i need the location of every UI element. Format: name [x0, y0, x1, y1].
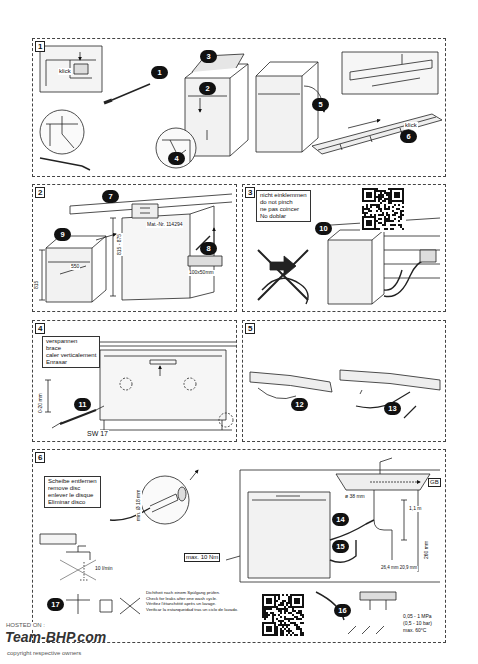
note-text: brace [46, 345, 96, 352]
note-text: do not pinch [260, 199, 307, 206]
label: 815 - 875 [117, 233, 123, 256]
label: 100x50mm [188, 270, 215, 276]
callout-text: 17 [47, 598, 64, 611]
callout-text: 11 [74, 398, 91, 411]
callout-text: 1 [151, 66, 168, 79]
callout-number: 4 [168, 152, 185, 165]
step-number: 5 [245, 323, 255, 334]
label: 1,1 m [408, 506, 423, 512]
callout-number: 11 [74, 398, 91, 411]
callout-number: 8 [200, 242, 217, 255]
label: Mat.-Nr. 114294 [146, 222, 183, 228]
watermark: Team-BHP.com [4, 630, 107, 645]
label: copyright respective owners [6, 650, 82, 657]
step-panel: 2 7 8 9 [32, 184, 237, 312]
label: 815 [34, 280, 40, 290]
note-text: Check for leaks after one wash cycle. [146, 596, 238, 602]
note-text: verspannen [46, 338, 96, 345]
label: (0,5 - 10 bar) [402, 621, 433, 627]
callout-number: 17 [47, 598, 64, 611]
callout-number: 6 [400, 130, 417, 143]
label: min. Ø 18 mm [136, 489, 142, 522]
label: klick [58, 68, 72, 75]
note-box: Dichtheit nach einem Spülgang prüfen.Che… [146, 590, 238, 612]
note-text: enlever le disque [48, 492, 97, 499]
label: klick [404, 122, 418, 129]
callout-number: 16 [334, 604, 351, 617]
step-number: 3 [245, 187, 255, 198]
step-panel: 4verspannenbracecaler verticalementEnras… [32, 320, 237, 442]
callout-text: 10 [315, 222, 332, 235]
callout-text: 4 [168, 152, 185, 165]
step-panel: 3nicht einklemmendo not pinchne pas coin… [242, 184, 446, 312]
step-number: 2 [35, 187, 45, 198]
note-text: No doblar [260, 213, 307, 220]
callout-text: 15 [332, 540, 349, 553]
label: 10 l/min [94, 566, 114, 572]
callout-number: 9 [54, 228, 71, 241]
callout-number: 7 [102, 190, 119, 203]
callout-text: 13 [384, 402, 401, 415]
callout-number: 15 [332, 540, 349, 553]
callout-number: 1 [151, 66, 168, 79]
step-number: 6 [35, 452, 45, 463]
callout-text: 12 [291, 398, 308, 411]
note-text: Enrasar [46, 359, 96, 366]
step-panel: 1 1 2 3 4 5 6 [32, 38, 446, 177]
note-text: Eliminar disco [48, 499, 97, 506]
label: GB [428, 478, 441, 487]
note-box: verspannenbracecaler verticalementEnrasa… [42, 336, 100, 368]
note-text: Vérifiez l'étanchéité après un lavage. [146, 601, 238, 607]
note-text: nicht einklemmen [260, 192, 307, 199]
callout-text: 3 [200, 50, 217, 63]
note-text: Verificar la estanqueidad tras un ciclo … [146, 607, 238, 613]
label: ø 38 mm [344, 494, 366, 500]
label: 550 [70, 264, 80, 270]
label: max. 60°C [402, 628, 427, 634]
label: 0-20 mm [38, 392, 44, 414]
callout-text: 16 [334, 604, 351, 617]
note-text: caler verticalement [46, 352, 96, 359]
label: HOSTED ON : [5, 622, 46, 629]
callout-number: 5 [312, 98, 329, 111]
callout-number: 13 [384, 402, 401, 415]
callout-number: 10 [315, 222, 332, 235]
callout-number: 14 [332, 513, 349, 526]
callout-number: 3 [200, 50, 217, 63]
note-text: Dichtheit nach einem Spülgang prüfen. [146, 590, 238, 596]
step-number: 1 [35, 41, 45, 52]
label: 0,05 - 1 MPa [402, 614, 433, 620]
callout-text: 7 [102, 190, 119, 203]
label: 260 mm [424, 540, 430, 560]
step-number: 4 [35, 323, 45, 334]
callout-text: 9 [54, 228, 71, 241]
note-box: nicht einklemmendo not pinchne pas coinc… [256, 190, 311, 222]
callout-number: 12 [291, 398, 308, 411]
label: max. 10 Nm [184, 553, 220, 562]
label: SW 17 [86, 430, 109, 438]
step-panel: 5 12 13 [242, 320, 446, 442]
note-box: Scheibe entfernenremove discenlever le d… [44, 476, 101, 508]
note-text: Scheibe entfernen [48, 478, 97, 485]
callout-text: 14 [332, 513, 349, 526]
step-panel: 6Scheibe entfernenremove discenlever le … [32, 449, 446, 643]
callout-text: 5 [312, 98, 329, 111]
note-text: remove disc [48, 485, 97, 492]
callout-text: 6 [400, 130, 417, 143]
label: 26,4 mm 20,9 mm [380, 566, 418, 571]
callout-number: 2 [199, 82, 216, 95]
callout-text: 2 [199, 82, 216, 95]
callout-text: 8 [200, 242, 217, 255]
note-text: ne pas coincer [260, 206, 307, 213]
